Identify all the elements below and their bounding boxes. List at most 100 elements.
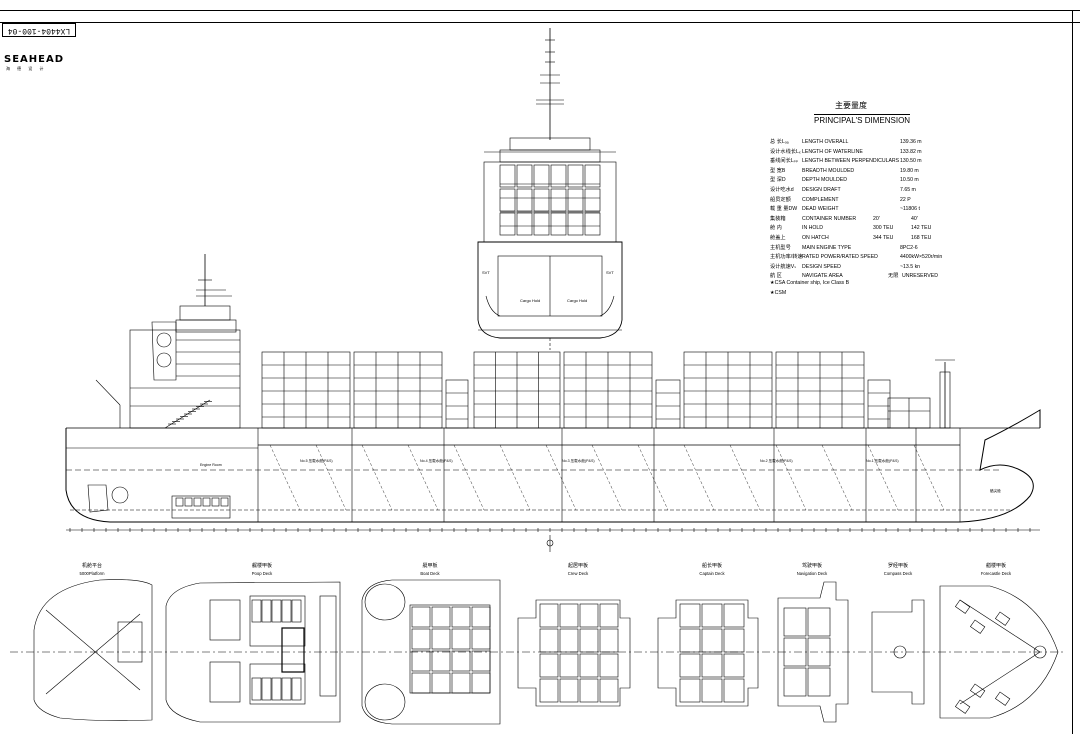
dimension-value: 4400kW×520r/min: [900, 254, 943, 261]
tank-label: No.4 压载水舱(P&S): [420, 458, 453, 463]
dimension-label: MAIN ENGINE TYPE: [802, 244, 852, 251]
room: [431, 606, 451, 628]
frame-dash: [683, 444, 715, 511]
mooring-line: [959, 651, 1041, 705]
plan-title-en: Boat Deck: [420, 571, 440, 576]
room: [599, 678, 619, 703]
room: [431, 650, 451, 672]
plan-title-cn: 罗经甲板: [888, 562, 908, 569]
room: [411, 672, 431, 694]
midship-section: Cargo Hold Cargo Hold SVT SVT: [477, 28, 623, 350]
stair-rail: [164, 399, 211, 429]
dimension-label: LENGTH OVERALL: [802, 139, 849, 145]
room: [559, 678, 579, 703]
dimension-value: ~13.5 kn: [900, 263, 921, 270]
room: [451, 650, 471, 672]
mooring-line: [959, 599, 1041, 653]
dimension-label: LENGTH BETWEEN PERPENDICULARS: [802, 158, 900, 165]
room: [539, 628, 559, 653]
principal-dimension-notes: ★CSA Container ship, Ice Class B★CSM: [770, 279, 849, 298]
room: [701, 628, 723, 653]
room: [599, 628, 619, 653]
room: [209, 599, 241, 641]
room: [559, 653, 579, 678]
room: [411, 606, 431, 628]
room: [291, 599, 302, 623]
dimension-label: BREADTH MOULDED: [802, 167, 855, 174]
plan-title-cn: 起居甲板: [568, 562, 588, 569]
frame-dash: [729, 444, 761, 511]
room: [281, 677, 292, 701]
dimension-label: CONTAINER NUMBER: [802, 215, 857, 222]
plan-title-en: Crew Deck: [568, 571, 589, 576]
container-cell: [584, 212, 601, 236]
room: [723, 603, 745, 628]
plan-title-cn: 艏楼甲板: [986, 562, 1006, 569]
deck-plans: [10, 579, 1065, 725]
room: [723, 678, 745, 703]
windlass: [954, 699, 971, 714]
container-cell: [584, 164, 601, 188]
container-cell: [550, 164, 567, 188]
dimension-cn: 设计航速Vₛ: [770, 263, 797, 270]
room: [579, 603, 599, 628]
container-cell: [516, 188, 533, 212]
dimension-value: 7.65 m: [900, 186, 916, 193]
cylinder: [193, 497, 202, 507]
plan-title-en: 5000Platform: [80, 571, 105, 576]
dimension-label: NAVIGATE AREA: [802, 273, 843, 280]
room: [261, 599, 272, 623]
room: [783, 667, 807, 697]
dimension-label: RATED POWER/RATED SPEED: [802, 254, 878, 261]
principal-dimension-row: 设计航速Vₛ DESIGN SPEED ~13.5 kn: [770, 263, 940, 273]
dimension-label: ON HATCH: [802, 234, 829, 241]
room: [679, 678, 701, 703]
windlass: [994, 611, 1011, 626]
container-cell: [567, 164, 584, 188]
plan-title-cn: 船长甲板: [702, 562, 722, 569]
cylinder: [175, 497, 184, 507]
plan-title-cn: 驾驶甲板: [802, 562, 822, 569]
frame-dash: [591, 444, 623, 511]
dimension-cn: 型 深D: [770, 177, 786, 184]
room: [411, 628, 431, 650]
room: [559, 628, 579, 653]
plan-title-cn: 艉楼甲板: [252, 562, 272, 569]
room: [701, 678, 723, 703]
svt-label-port: SVT: [482, 270, 490, 275]
container-cell: [567, 188, 584, 212]
dimension-label: DESIGN SPEED: [802, 263, 841, 270]
room: [539, 653, 559, 678]
tank-label: No.3 压载水舱(P&S): [562, 458, 595, 463]
plan-title-en: Compass Deck: [884, 571, 913, 576]
dimension-cn: 垂线间长Lₚₚ: [770, 158, 799, 165]
dimension-cn: 设计吃水d: [770, 186, 794, 193]
frame-dash: [315, 444, 347, 511]
frame-dash: [499, 444, 531, 511]
dimension-value: 10.50 m: [900, 177, 919, 184]
container-cell: [550, 212, 567, 236]
principal-dimension-note: ★CSM: [770, 289, 787, 296]
room: [723, 653, 745, 678]
room: [559, 603, 579, 628]
frame-dash: [269, 444, 301, 511]
frame-dash: [453, 444, 485, 511]
dimension-value: ~11806 t: [900, 206, 920, 213]
cylinder: [202, 497, 211, 507]
plan-title-en: Navigation Deck: [797, 571, 828, 576]
dimension-value: 139.36 m: [900, 139, 922, 145]
room: [807, 607, 831, 637]
cylinder: [184, 497, 193, 507]
plan-title-en: Poop Deck: [252, 571, 273, 576]
